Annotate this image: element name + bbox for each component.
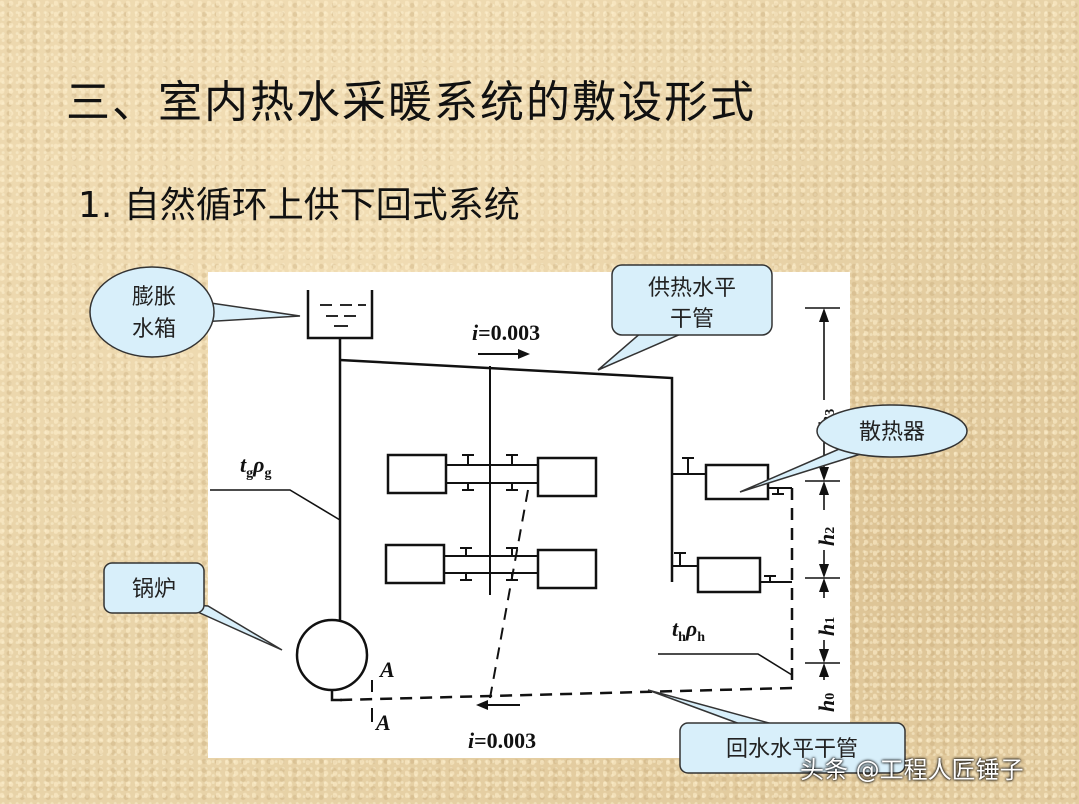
callout-radiator-text: 散热器 — [859, 420, 925, 445]
slope-bottom-label: i=0.003 — [468, 728, 536, 753]
radiator-right-lower — [536, 548, 598, 590]
diagram-canvas — [208, 272, 850, 758]
slide-subtitle: 1. 自然循环上供下回式系统 — [78, 185, 520, 226]
callout-boiler — [103, 562, 283, 651]
callout-expansion-tank-line1: 膨胀 — [132, 285, 176, 310]
callout-supply-pipe-line1: 供热水平 — [648, 276, 736, 301]
callout-expansion-tank — [89, 266, 301, 358]
radiator-left-lower — [384, 543, 446, 585]
radiator-right-side-lower — [696, 556, 762, 594]
supply-temp-density-label: tgρg — [240, 452, 271, 481]
callout-return-pipe — [647, 689, 906, 774]
callout-supply-pipe — [597, 264, 773, 371]
radiator-right-upper — [536, 456, 598, 498]
callout-boiler-text: 锅炉 — [132, 577, 176, 602]
callout-return-pipe-text: 回水水平干管 — [726, 737, 858, 762]
return-pipes — [339, 488, 794, 702]
callout-supply-pipe-line2: 干管 — [670, 307, 714, 332]
radiator-left-upper — [386, 453, 448, 495]
callout-expansion-tank-line2: 水箱 — [132, 317, 176, 342]
slope-top-label: i=0.003 — [472, 320, 540, 345]
slide-title: 三、室内热水采暖系统的敷设形式 — [66, 77, 756, 128]
section-label-a-bottom: A — [374, 710, 391, 735]
height-label-h2: h2 — [814, 527, 839, 546]
height-dimensions — [805, 307, 840, 680]
supply-main-pipe — [339, 358, 674, 582]
section-label-a-top: A — [378, 657, 395, 682]
callout-radiator — [739, 404, 968, 493]
height-label-h1: h1 — [814, 617, 839, 636]
watermark: 头条 @工程人匠锤子 — [800, 756, 1024, 784]
height-label-h0: h0 — [814, 693, 839, 712]
return-temp-density-label: thρh — [672, 616, 705, 645]
